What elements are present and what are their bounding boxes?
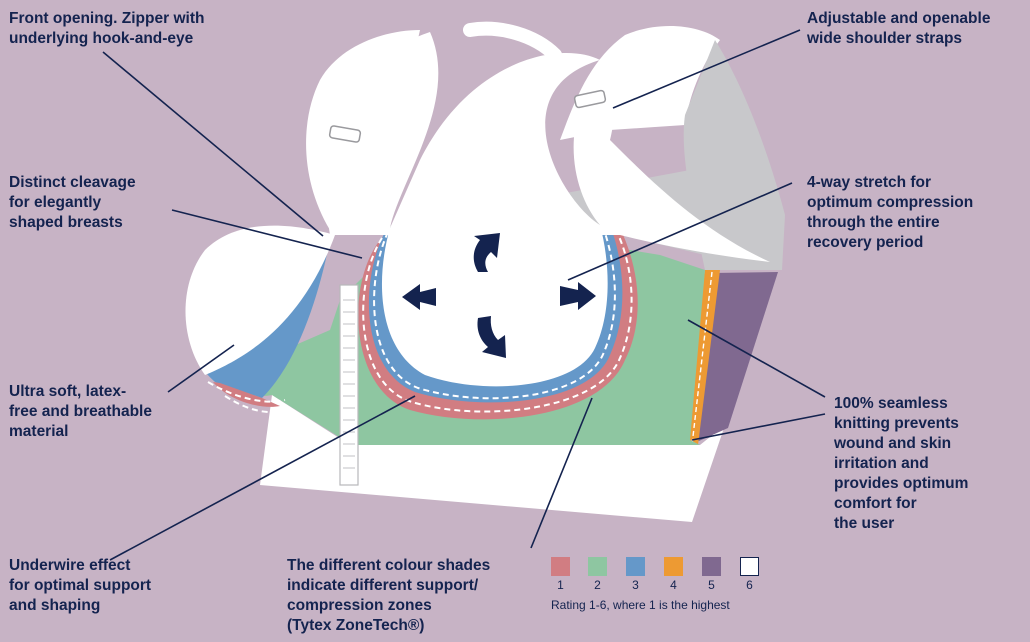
callout-zones: The different colour shades indicate dif… [287,556,490,636]
callout-front-opening: Front opening. Zipper with underlying ho… [9,9,204,49]
leader-front-opening [103,52,323,236]
legend-label-5: 5 [702,578,721,592]
legend-label-3: 3 [626,578,645,592]
callout-cleavage: Distinct cleavage for elegantly shaped b… [9,173,136,233]
legend-label-4: 4 [664,578,683,592]
legend-swatch-6 [740,557,759,576]
callout-straps: Adjustable and openable wide shoulder st… [807,9,990,49]
callout-material: Ultra soft, latex- free and breathable m… [9,382,152,442]
legend-swatch-5 [702,557,721,576]
legend-swatch-2 [588,557,607,576]
legend-label-6: 6 [740,578,759,592]
callout-stretch: 4-way stretch for optimum compression th… [807,173,973,253]
zone-legend: 1 2 3 4 5 6 Rating 1-6, where 1 is the h… [551,557,791,617]
front-zipper [340,285,358,485]
legend-swatch-1 [551,557,570,576]
legend-swatch-3 [626,557,645,576]
legend-label-1: 1 [551,578,570,592]
legend-swatch-4 [664,557,683,576]
legend-caption: Rating 1-6, where 1 is the highest [551,598,730,612]
legend-label-2: 2 [588,578,607,592]
callout-underwire: Underwire effect for optimal support and… [9,556,151,616]
callout-seamless: 100% seamless knitting prevents wound an… [834,394,968,534]
